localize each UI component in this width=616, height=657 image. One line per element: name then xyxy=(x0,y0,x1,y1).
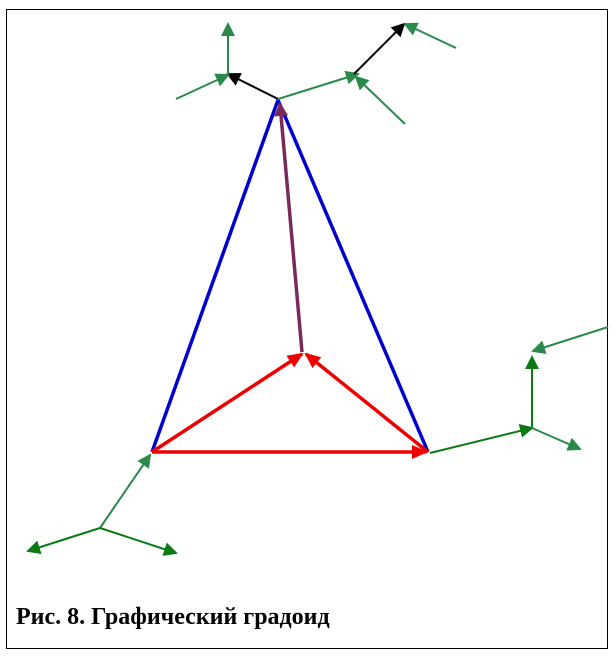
figure-frame xyxy=(6,9,608,649)
cluster-top-vector-green-incoming xyxy=(354,75,406,125)
vector-cluster-top xyxy=(175,22,457,125)
inner-vector-right xyxy=(304,352,430,454)
cluster-top-vector-green-left xyxy=(175,73,230,100)
inner-triangle xyxy=(151,352,430,459)
cluster-top-vector-green-right xyxy=(277,70,360,100)
vector-cluster-right xyxy=(429,326,609,454)
cluster-top-vector-black-left xyxy=(226,73,279,100)
median-vector xyxy=(274,102,304,353)
cluster-bl-vector-right xyxy=(99,527,178,556)
inner-vector-left xyxy=(151,352,304,454)
outer-edge-left xyxy=(150,99,280,453)
cluster-top-vector-green-far xyxy=(403,22,457,49)
cluster-top-vector-black-up xyxy=(353,22,406,75)
outer-edge-right xyxy=(276,99,430,453)
cluster-r-vector-right xyxy=(531,427,582,451)
cluster-r-vector-incoming xyxy=(531,326,609,355)
outer-triangle xyxy=(150,99,430,453)
cluster-bl-vector-left xyxy=(26,527,101,555)
vector-cluster-bottom-left xyxy=(26,453,178,556)
cluster-bl-vector-up xyxy=(99,453,152,529)
cluster-r-vector-main xyxy=(429,424,534,454)
figure-caption: Рис. 8. Графический градоид xyxy=(16,604,330,630)
